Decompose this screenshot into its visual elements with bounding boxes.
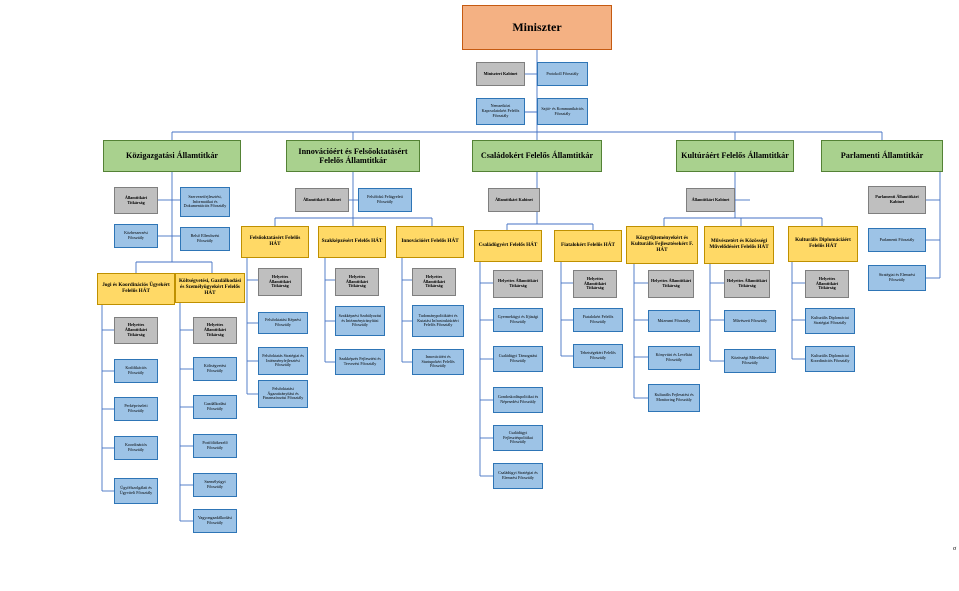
p-strategiai-box: Stratégiai és Elemzési Főosztály <box>868 265 926 291</box>
parlamenti-allamtitkar-box: Parlamenti Államtitkár <box>821 140 943 172</box>
k-allamtitkari-titkarsag-box: Államtitkári Titkárság <box>114 187 158 214</box>
j-ugyfelszolgalati-box: Ügyfélszolgálati és Ügyviteli Főosztály <box>114 478 158 504</box>
s-szabalyozasi-box: Szakképzési Szabályozási és Intézményirá… <box>335 306 385 336</box>
f-strategiai-box: Felsőoktatás Stratégiai és Intézményfejl… <box>258 347 308 375</box>
f-titkarsag-box: Helyettes Államtitkári Titkárság <box>258 268 302 296</box>
g-gazdalkodasi-box: Gazdálkodási Főosztály <box>193 395 237 419</box>
ku-allamtitkari-kabinet-box: Államtitkári Kabinet <box>686 188 735 212</box>
ku-muveszetert-hat-box: Művészetért és Közösségi Művelődésért Fe… <box>704 226 774 264</box>
csaladokert-allamtitkar-box: Családokért Felelős Államtitkár <box>472 140 602 172</box>
mu-titkarsag-box: Helyettes Államtitkári Titkárság <box>724 270 770 298</box>
protokoll-box: Protokoll Főosztály <box>537 62 588 86</box>
cs-titkarsag-box: Helyettes Államtitkári Titkárság <box>493 270 543 298</box>
kg-muzeumi-box: Múzeumi Főosztály <box>648 310 700 332</box>
fi-fiatalokert-box: Fiatalokért Felelős Főosztály <box>573 308 623 332</box>
j-titkarsag-box: Helyettes Államtitkári Titkárság <box>114 317 158 344</box>
c-csaladugyert-hat-box: Családügyért Felelős HÁT <box>474 230 542 262</box>
j-kodifikacios-box: Kodifikációs Főosztály <box>114 359 158 383</box>
nemzetkozi-box: Nemzetközi Kapcsolatokért Felelős Főoszt… <box>476 98 525 125</box>
n-tudomanypolitikai-box: Tudománypolitikáért és Kutatási Infrastr… <box>412 305 464 337</box>
di-titkarsag-box: Helyettes Államtitkári Titkárság <box>805 270 849 298</box>
fi-tehetsegekert-box: Tehetségekért Felelős Főosztály <box>573 344 623 368</box>
n-titkarsag-box: Helyettes Államtitkári Titkárság <box>412 268 456 296</box>
i-innovacioert-hat-box: Innovációért Felelős HÁT <box>396 226 464 258</box>
k-szervezetfejlesztesi-box: Szervezetfejlesztési, Informatikai és Do… <box>180 187 230 217</box>
p-parlamenti-box: Parlamenti Főosztály <box>868 228 926 252</box>
s-fejlesztesi-box: Szakképzés Fejlesztési és Tervezési Főos… <box>335 349 385 375</box>
k-gazdalkodasi-hat-box: Költségvetési, Gazdálkodási és Személyüg… <box>175 273 245 303</box>
j-koordinacios-box: Koordinációs Főosztály <box>114 436 158 460</box>
kg-titkarsag-box: Helyettes Államtitkári Titkárság <box>648 270 694 298</box>
cs-gondoskodaspolitikai-box: Gondoskodáspolitikai és Népesedési Főosz… <box>493 387 543 413</box>
kozigazgatasi-allamtitkar-box: Közigazgatási Államtitkár <box>103 140 241 172</box>
cs-tamogatasi-box: Családügyi Támogatási Főosztály <box>493 346 543 372</box>
innovacios-allamtitkar-box: Innovációért és Felsőoktatásért Felelős … <box>286 140 420 172</box>
g-szemelyugyi-box: Személyügyi Főosztály <box>193 473 237 497</box>
ku-kozgyujtemenyekert-hat-box: Közgyűjteményekért és Kulturális Fejlesz… <box>626 226 698 264</box>
di-strategiai-box: Kulturális Diplomáciai Stratégiai Főoszt… <box>805 308 855 334</box>
cs-gyermekugyi-box: Gyermekügyi és Ifjúsági Főosztály <box>493 308 543 332</box>
g-portfoliokezelo-box: Portfóliókezelő Főosztály <box>193 434 237 458</box>
fi-titkarsag-box: Helyettes Államtitkári Titkárság <box>573 270 617 298</box>
ku-diplomaciaert-hat-box: Kulturális Diplomáciáért Felelős HÁT <box>788 226 858 262</box>
cs-fejlesztespolitikai-box: Családügyi Fejlesztéspolitikai Főosztály <box>493 425 543 451</box>
mu-muveszeti-box: Művészeti Főosztály <box>724 310 776 332</box>
mu-kozossegi-box: Közösségi Művelődési Főosztály <box>724 349 776 373</box>
cs-strategiai-box: Családügyi Stratégiai és Elemzési Főoszt… <box>493 463 543 489</box>
g-koltsegvetesi-box: Költségvetési Főosztály <box>193 357 237 381</box>
corner-mark: σ <box>953 546 957 552</box>
g-vagyongazdalkodasi-box: Vagyongazdálkodási Főosztály <box>193 509 237 533</box>
f-felsooktatasi-kepzesi-box: Felsőoktatási Képzési Főosztály <box>258 312 308 334</box>
i-felsooktatasert-hat-box: Felsőoktatásért Felelős HÁT <box>241 226 309 258</box>
g-titkarsag-box: Helyettes Államtitkári Titkárság <box>193 317 237 344</box>
kg-kulturalis-fejlesztesi-box: Kulturális Fejlesztési és Monitoring Főo… <box>648 384 700 412</box>
kulturaert-allamtitkar-box: Kultúráért Felelős Államtitkár <box>676 140 794 172</box>
s-titkarsag-box: Helyettes Államtitkári Titkárság <box>335 268 379 296</box>
k-jogi-hat-box: Jogi és Koordinációs Ügyekért Felelős HÁ… <box>97 273 175 305</box>
i-felsofoku-felugyeleti-box: Felsőfokú Felügyeleti Főosztály <box>358 188 412 212</box>
f-agazatiranyitasi-box: Felsőoktatási Ágazatirányítási és Finans… <box>258 380 308 408</box>
sajto-box: Sajtó- és Kommunikációs Főosztály <box>537 98 588 125</box>
k-kozbeszerzesi-box: Közbeszerzési Főosztály <box>114 224 158 248</box>
i-szakkepzesert-hat-box: Szakképzésért Felelős HÁT <box>318 226 386 258</box>
di-koordinacios-box: Kulturális Diplomáciai Koordinációs Főos… <box>805 346 855 372</box>
kg-konyvtari-box: Könyvtári és Levéltári Főosztály <box>648 346 700 370</box>
n-startup-box: Innovációért és Startupokért Felelős Főo… <box>412 349 464 375</box>
c-allamtitkari-kabinet-box: Államtitkári Kabinet <box>488 188 540 212</box>
c-fiatalokert-hat-box: Fiatalokért Felelős HÁT <box>554 230 622 262</box>
ministeri-kabinet-box: Miniszteri Kabinet <box>476 62 525 86</box>
p-kabinet-box: Parlamenti Államtitkári Kabinet <box>868 186 926 214</box>
j-perkepviseleti-box: Perképviseleti Főosztály <box>114 397 158 421</box>
k-belso-ellenorzesi-box: Belső Ellenőrzési Főosztály <box>180 227 230 251</box>
minister-box: Miniszter <box>462 5 612 50</box>
i-allamtitkari-kabinet-box: Államtitkári Kabinet <box>295 188 349 212</box>
